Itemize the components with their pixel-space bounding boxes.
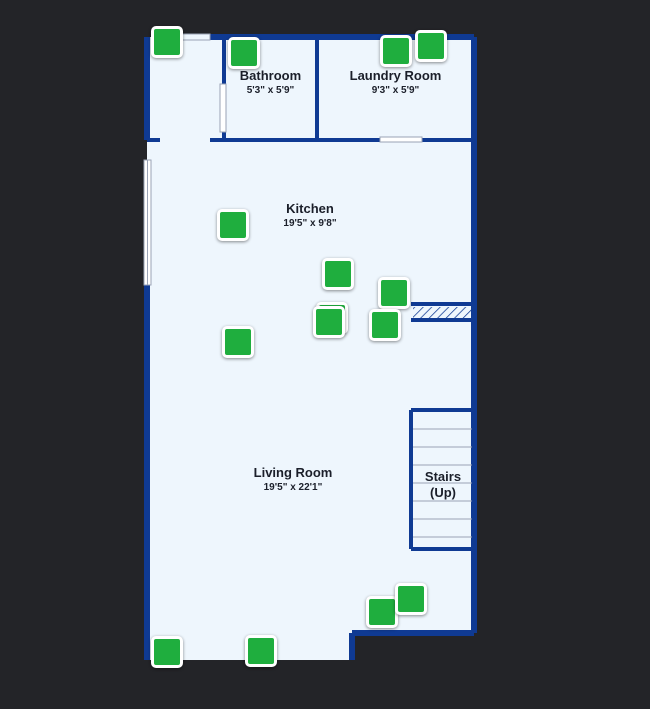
green-square-marker[interactable]: [380, 35, 412, 67]
green-square-marker[interactable]: [369, 309, 401, 341]
kitchen-dimensions: 19'5" x 9'8": [283, 218, 337, 229]
green-square-marker[interactable]: [395, 583, 427, 615]
green-square-marker[interactable]: [313, 306, 345, 338]
bathroom-dimensions: 5'3" x 5'9": [246, 85, 295, 96]
stairs-note: (Up): [430, 485, 456, 500]
stairs-name: Stairs: [424, 469, 462, 484]
living-room-dimensions: 19'5" x 22'1": [263, 482, 323, 493]
bathroom-label: Bathroom 5'3" x 5'9": [224, 68, 317, 98]
green-square-marker[interactable]: [222, 326, 254, 358]
interior-walls: [147, 37, 474, 551]
laundry-name: Laundry Room: [349, 68, 442, 83]
living-room-name: Living Room: [253, 465, 333, 480]
green-square-marker[interactable]: [228, 37, 260, 69]
green-square-marker[interactable]: [415, 30, 447, 62]
green-square-marker[interactable]: [151, 26, 183, 58]
living-room-label: Living Room 19'5" x 22'1": [213, 465, 373, 495]
bathroom-name: Bathroom: [239, 68, 302, 83]
kitchen-name: Kitchen: [286, 201, 334, 216]
green-square-marker[interactable]: [245, 635, 277, 667]
stair-treads: [413, 428, 472, 538]
green-square-marker[interactable]: [322, 258, 354, 290]
laundry-dimensions: 9'3" x 5'9": [371, 85, 420, 96]
kitchen-label: Kitchen 19'5" x 9'8": [230, 201, 390, 231]
laundry-label: Laundry Room 9'3" x 5'9": [317, 68, 474, 98]
stairs-label: Stairs (Up): [413, 469, 473, 501]
green-square-marker[interactable]: [151, 636, 183, 668]
green-square-marker[interactable]: [378, 277, 410, 309]
window: [143, 159, 152, 286]
hatched-wall: [413, 307, 471, 318]
green-square-marker[interactable]: [217, 209, 249, 241]
laundry-door: [379, 136, 423, 143]
bottom-bar: [0, 690, 650, 709]
floor-area: [147, 37, 474, 660]
bathroom-door: [219, 83, 227, 133]
green-square-marker[interactable]: [366, 596, 398, 628]
